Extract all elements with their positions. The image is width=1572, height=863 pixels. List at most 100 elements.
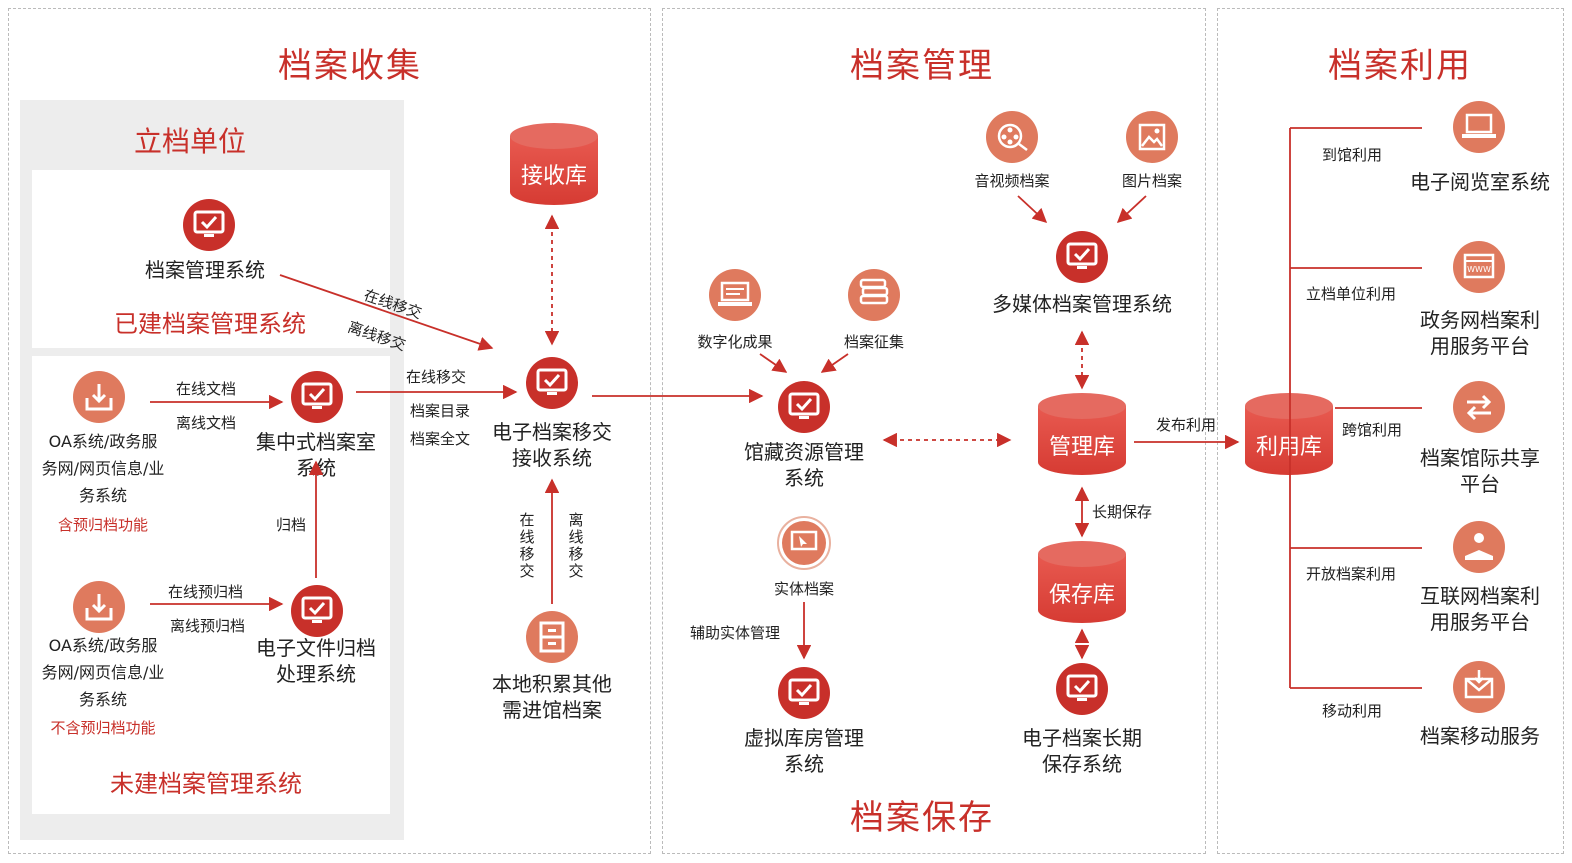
film-reel-icon xyxy=(986,111,1038,163)
oa2-note: 不含预归档功能 xyxy=(50,719,156,737)
virtual-system-line1: 虚拟库房管理 xyxy=(744,726,864,750)
laptop-icon xyxy=(1453,101,1505,153)
use-target-3-line2: 用服务平台 xyxy=(1430,610,1530,634)
oa2-line1: OA系统/政务服 xyxy=(48,636,158,655)
publish-label: 发布利用 xyxy=(1156,416,1217,434)
inbox-download-icon xyxy=(73,371,125,423)
arrow-av-to-multimedia xyxy=(1017,195,1048,223)
oa1-line2: 务网/网页信息/业 xyxy=(41,459,165,478)
central-room-icon xyxy=(291,371,343,423)
aux-physical-label: 辅助实体管理 xyxy=(690,624,781,642)
use-title: 档案利用 xyxy=(1328,46,1472,86)
picture-icon xyxy=(1126,111,1178,163)
multimedia-label: 多媒体档案管理系统 xyxy=(992,292,1172,316)
local-line1: 本地积累其他 xyxy=(492,672,612,696)
efile-archive-icon xyxy=(291,585,343,637)
oa1-line1: OA系统/政务服 xyxy=(48,432,158,451)
use-db-icon xyxy=(1245,393,1333,475)
efile-archive-line1: 电子文件归档 xyxy=(256,636,376,660)
built-group-title: 已建档案管理系统 xyxy=(114,310,306,338)
use-section xyxy=(1217,8,1564,854)
online-transfer-label-2: 在线移交 xyxy=(406,368,467,386)
branch-label-3: 开放档案利用 xyxy=(1306,565,1397,583)
long-system-icon xyxy=(1056,663,1108,715)
use-target-3-line1: 互联网档案利 xyxy=(1420,584,1540,608)
cabinet-icon xyxy=(526,611,578,663)
use-target-1-line2: 用服务平台 xyxy=(1430,334,1530,358)
laptop-icon xyxy=(709,269,761,321)
use-db-label: 利用库 xyxy=(1255,435,1322,460)
manage-db-label: 管理库 xyxy=(1048,435,1115,460)
use-target-2-line2: 平台 xyxy=(1460,472,1500,496)
manage-title: 档案管理 xyxy=(850,46,994,86)
manage-db-icon xyxy=(1038,393,1126,475)
books-icon xyxy=(848,269,900,321)
archive-system-label: 档案管理系统 xyxy=(145,258,265,282)
digital-label: 数字化成果 xyxy=(697,333,773,351)
physical-label: 实体档案 xyxy=(773,580,834,598)
efile-archive-line2: 处理系统 xyxy=(276,662,356,686)
branch-label-2: 跨馆利用 xyxy=(1342,421,1403,439)
cursor-screen-icon xyxy=(777,516,831,570)
oa2-line3: 务系统 xyxy=(78,690,127,709)
unbuilt-group-title: 未建档案管理系统 xyxy=(110,770,302,798)
collection-label: 档案征集 xyxy=(843,333,904,351)
image-label: 图片档案 xyxy=(1121,172,1182,190)
preserve-title: 档案保存 xyxy=(850,798,994,838)
branch-label-1: 立档单位利用 xyxy=(1306,285,1397,303)
fulltext-label: 档案全文 xyxy=(410,430,471,448)
reader-icon xyxy=(1453,521,1505,573)
preserve-db-icon xyxy=(1038,541,1126,623)
manage-section xyxy=(662,8,1206,854)
online-pre-label: 在线预归档 xyxy=(168,583,244,601)
transfer-system-icon xyxy=(526,357,578,409)
archive-label: 归档 xyxy=(276,516,307,534)
receive-db-label: 接收库 xyxy=(520,164,587,189)
svg-text:WWW: WWW xyxy=(1467,265,1491,274)
preserve-db-label: 保存库 xyxy=(1048,583,1115,608)
holding-system-line1: 馆藏资源管理 xyxy=(744,440,864,464)
offline-pre-label: 离线预归档 xyxy=(170,617,246,635)
arrow-archive-to-transfer xyxy=(279,274,494,351)
central-room-line1: 集中式档案室 xyxy=(256,430,376,454)
use-target-0: 电子阅览室系统 xyxy=(1410,170,1550,194)
branch-label-0: 到馆利用 xyxy=(1322,146,1383,164)
catalog-label: 档案目录 xyxy=(410,402,471,420)
www-icon: WWW xyxy=(1453,241,1505,293)
unit-title: 立档单位 xyxy=(133,125,246,158)
collect-section xyxy=(8,8,651,854)
online-doc-label: 在线文档 xyxy=(176,380,237,398)
use-target-4: 档案移动服务 xyxy=(1420,724,1540,748)
archive-system-icon xyxy=(183,199,235,251)
oa1-note: 含预归档功能 xyxy=(57,516,148,534)
multimedia-system-icon xyxy=(1056,231,1108,283)
oa2-line2: 务网/网页信息/业 xyxy=(41,663,165,682)
virtual-system-icon xyxy=(778,667,830,719)
arrow-image-to-multimedia xyxy=(1116,195,1147,223)
exchange-icon xyxy=(1453,381,1505,433)
long-system-line2: 保存系统 xyxy=(1042,752,1122,776)
use-target-1-line1: 政务网档案利 xyxy=(1420,308,1540,332)
virtual-system-line2: 系统 xyxy=(784,752,824,776)
av-label: 音视频档案 xyxy=(974,172,1050,190)
oa1-line3: 务系统 xyxy=(78,486,127,505)
use-target-2-line1: 档案馆际共享 xyxy=(1420,446,1540,470)
v-offline-label: 离线移交 xyxy=(568,511,584,580)
inbox-download-icon xyxy=(73,581,125,633)
arrow-digital-to-holding xyxy=(759,353,788,373)
local-line2: 需进馆档案 xyxy=(502,698,602,722)
holding-system-icon xyxy=(778,381,830,433)
holding-system-line2: 系统 xyxy=(784,466,824,490)
arrow-collection-to-holding xyxy=(820,353,849,373)
receive-db-icon xyxy=(510,123,598,205)
collect-title: 档案收集 xyxy=(278,46,422,86)
transfer-system-line2: 接收系统 xyxy=(512,446,592,470)
v-online-label: 在线移交 xyxy=(519,511,535,580)
transfer-system-line1: 电子档案移交 xyxy=(492,420,612,444)
long-system-line1: 电子档案长期 xyxy=(1022,726,1142,750)
long-term-label: 长期保存 xyxy=(1092,503,1153,521)
mail-icon xyxy=(1453,661,1505,713)
offline-doc-label: 离线文档 xyxy=(176,414,237,432)
branch-label-4: 移动利用 xyxy=(1322,702,1383,720)
